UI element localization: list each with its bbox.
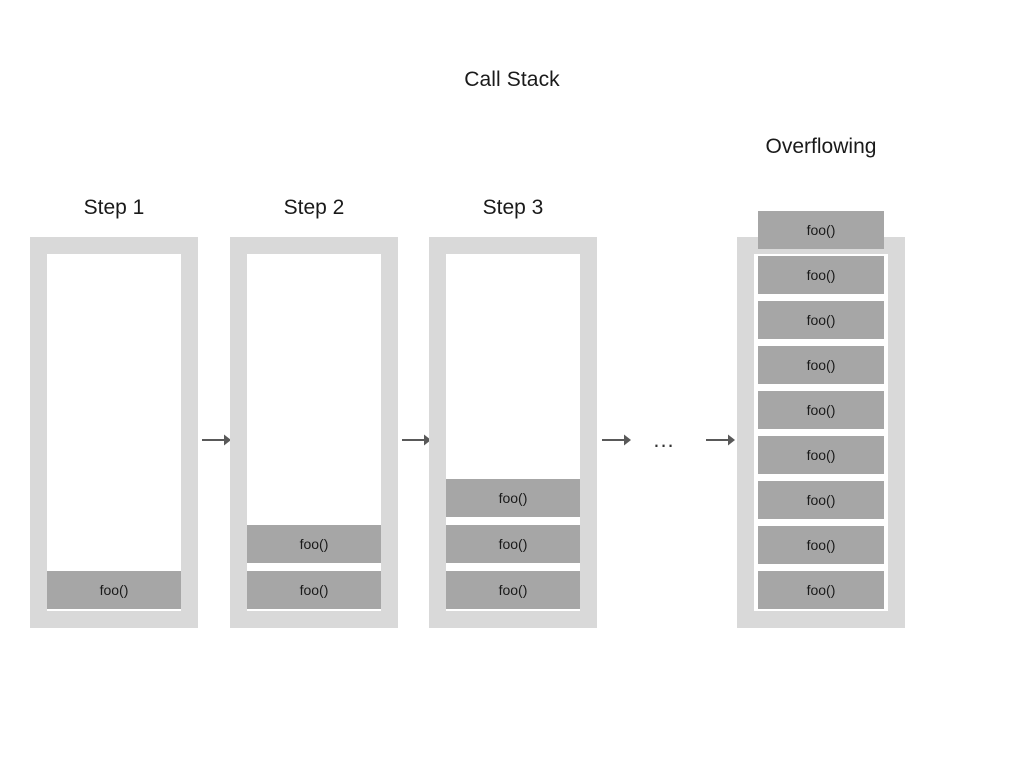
stack-frame-item[interactable]: foo() [758,481,884,519]
stack-frame-list: foo() [47,571,181,609]
stack-frame-item[interactable]: foo() [758,571,884,609]
stack-frame-item[interactable]: foo() [758,526,884,564]
step-1-title: Step 1 [83,196,145,219]
call-stack-overflowing: foo() foo() foo() foo() foo() foo() foo(… [737,211,905,628]
stack-frame-list: foo() foo() [247,525,381,609]
arrow-right-icon [400,428,432,452]
call-stack-step-1: foo() [30,237,198,628]
stack-frame-item[interactable]: foo() [758,391,884,429]
arrow-right-icon [600,428,632,452]
ellipsis-continuation: ... [653,427,675,452]
page-title: Call Stack [464,68,560,91]
stack-frame-item[interactable]: foo() [446,571,580,609]
arrow-right-icon [200,428,232,452]
call-stack-step-3: foo() foo() foo() [429,237,597,628]
step-3-title: Step 3 [482,196,544,219]
stack-frame-item[interactable]: foo() [247,571,381,609]
stack-frame-list: foo() foo() foo() foo() foo() foo() foo(… [758,211,884,609]
stack-frame-item[interactable]: foo() [758,211,884,249]
stack-frame-item[interactable]: foo() [758,436,884,474]
stack-frame-item[interactable]: foo() [446,479,580,517]
stack-frame-item[interactable]: foo() [758,256,884,294]
stack-frame-item[interactable]: foo() [758,301,884,339]
arrow-right-icon [704,428,736,452]
stack-frame-list: foo() foo() foo() [446,479,580,609]
stack-frame-item[interactable]: foo() [758,346,884,384]
stack-frame-item[interactable]: foo() [446,525,580,563]
overflowing-title: Overflowing [765,135,877,158]
stack-frame-item[interactable]: foo() [47,571,181,609]
stack-frame-item[interactable]: foo() [247,525,381,563]
step-2-title: Step 2 [283,196,345,219]
call-stack-step-2: foo() foo() [230,237,398,628]
stack-frame-interior [47,254,181,611]
stack-frame-border [30,237,198,628]
